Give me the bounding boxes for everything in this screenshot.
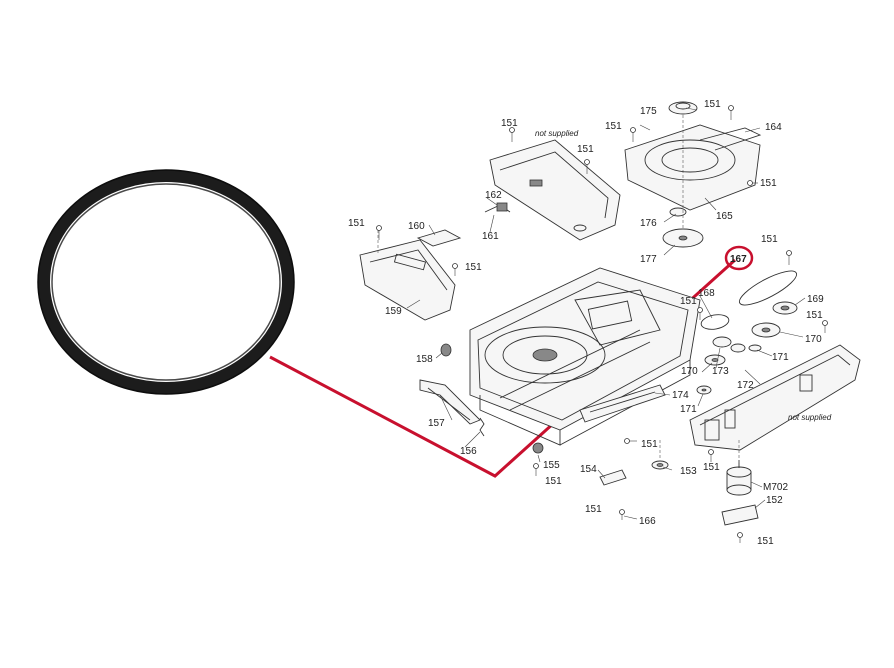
label-151: 151 <box>585 504 602 515</box>
label-177: 177 <box>640 254 657 265</box>
label-159: 159 <box>385 306 402 317</box>
label-153: 153 <box>680 466 697 477</box>
label-151: 151 <box>577 144 594 155</box>
label-154: 154 <box>580 464 597 475</box>
screw-icon <box>624 438 637 444</box>
label-151: 151 <box>641 439 658 450</box>
screw-icon <box>533 463 539 476</box>
screw-icon <box>747 180 758 186</box>
label-151: 151 <box>501 118 518 129</box>
label-165: 165 <box>716 211 733 222</box>
label-170: 170 <box>681 366 698 377</box>
gear-chassis-not-supplied: not supplied <box>689 344 861 451</box>
note-not-supplied-right: not supplied <box>788 413 832 422</box>
label-172: 172 <box>737 380 754 391</box>
drive-belt-inner-edge <box>51 183 281 381</box>
screw-icon <box>509 127 515 142</box>
note-not-supplied-top: not supplied <box>535 129 579 138</box>
screw-icon <box>786 250 792 265</box>
label-151: 151 <box>348 218 365 229</box>
plate-160 <box>416 229 462 247</box>
motor-bracket-152 <box>721 504 759 526</box>
part-155 <box>532 442 544 454</box>
label-151: 151 <box>605 121 622 132</box>
screw-icon <box>708 449 714 462</box>
label-170: 170 <box>805 334 822 345</box>
label-175: 175 <box>640 106 657 117</box>
screw-icon <box>584 159 590 174</box>
label-156: 156 <box>460 446 477 457</box>
label-151: 151 <box>545 476 562 487</box>
lever-161-162 <box>484 202 511 213</box>
screw-icon <box>376 225 382 240</box>
belt-167-diagram <box>738 270 798 306</box>
screws <box>376 105 828 543</box>
pulleys-gears <box>651 301 798 470</box>
drive-belt-outer-edge <box>37 169 295 395</box>
label-151: 151 <box>806 310 823 321</box>
label-166: 166 <box>639 516 656 527</box>
label-162: 162 <box>485 190 502 201</box>
label-171: 171 <box>772 352 789 363</box>
screw-icon <box>697 307 703 320</box>
label-168: 168 <box>698 288 715 299</box>
belts <box>700 270 798 330</box>
label-151: 151 <box>703 462 720 473</box>
label-151: 151 <box>465 262 482 273</box>
label-173: 173 <box>712 366 729 377</box>
label-171: 171 <box>680 404 697 415</box>
spring-156 <box>479 417 485 437</box>
part-labels: 151 151 151 151 151 151 151 151 151 151 … <box>348 99 824 547</box>
plate-154 <box>599 469 627 486</box>
label-174: 174 <box>672 390 689 401</box>
motor-m702 <box>721 460 759 526</box>
label-161: 161 <box>482 231 499 242</box>
screw-icon <box>630 127 636 142</box>
screw-icon <box>822 320 828 333</box>
label-m702: M702 <box>763 482 788 493</box>
label-151: 151 <box>680 296 697 307</box>
label-151: 151 <box>760 178 777 189</box>
screw-icon <box>619 509 625 520</box>
turntable-assembly <box>624 101 762 248</box>
main-chassis <box>469 267 701 446</box>
label-160: 160 <box>408 221 425 232</box>
top-plate-not-supplied: not supplied <box>489 129 621 241</box>
rail-157 <box>419 379 481 425</box>
label-167: 167 <box>730 254 747 265</box>
label-151: 151 <box>761 234 778 245</box>
label-176: 176 <box>640 218 657 229</box>
bracket-159 <box>359 230 456 321</box>
drive-belt-icon <box>38 170 294 394</box>
bracket-174 <box>579 384 666 423</box>
callout-circle <box>724 245 754 271</box>
label-169: 169 <box>807 294 824 305</box>
label-158: 158 <box>416 354 433 365</box>
screw-icon <box>728 105 734 120</box>
label-151: 151 <box>704 99 721 110</box>
screw-icon <box>737 532 743 543</box>
leader-lines <box>406 107 806 520</box>
screw-icon <box>452 263 458 276</box>
label-152: 152 <box>766 495 783 506</box>
belt-168-diagram <box>700 314 730 330</box>
label-151: 151 <box>757 536 774 547</box>
label-155: 155 <box>543 460 560 471</box>
label-157: 157 <box>428 418 445 429</box>
label-164: 164 <box>765 122 782 133</box>
drive-belt-photo <box>37 169 295 395</box>
part-158 <box>440 343 452 357</box>
